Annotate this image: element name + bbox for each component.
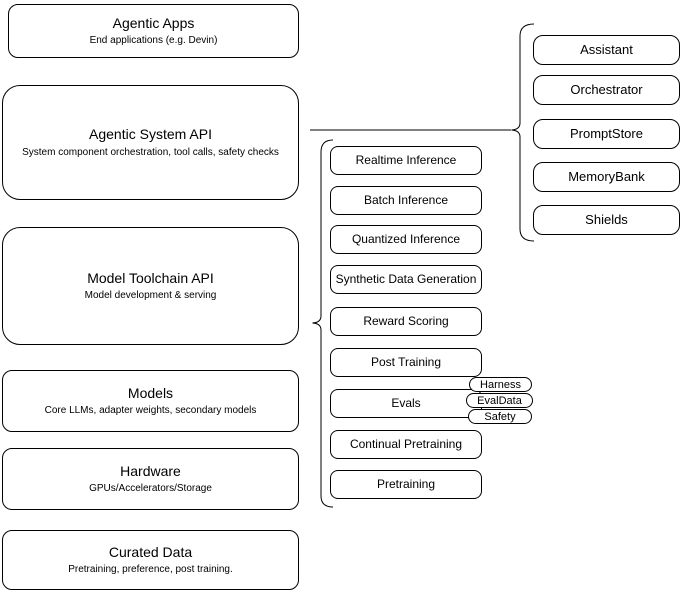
node-realtime-inference: Realtime Inference — [330, 146, 482, 175]
node-model-toolchain-api: Model Toolchain API Model development & … — [2, 227, 299, 345]
node-pretraining: Pretraining — [330, 470, 482, 499]
node-title: Agentic System API — [89, 126, 212, 142]
node-title: Models — [127, 384, 174, 401]
node-orchestrator: Orchestrator — [533, 75, 680, 105]
node-synthetic-data-generation: Synthetic Data Generation — [330, 265, 482, 294]
node-subtitle: End applications (e.g. Devin) — [89, 35, 218, 46]
node-assistant: Assistant — [533, 35, 680, 65]
node-subtitle: Core LLMs, adapter weights, secondary mo… — [44, 405, 257, 416]
node-subtitle: Model development & serving — [84, 290, 217, 301]
pill-evaldata: EvalData — [466, 393, 533, 408]
node-batch-inference: Batch Inference — [330, 186, 482, 215]
node-title: Curated Data — [108, 543, 193, 560]
node-subtitle: Pretraining, preference, post training. — [68, 564, 233, 575]
node-title: Model Toolchain API — [87, 269, 214, 286]
node-agentic-system-api: Agentic System API System component orch… — [2, 85, 299, 200]
node-curated-data: Curated Data Pretraining, preference, po… — [2, 530, 299, 590]
toolchain-brace — [312, 139, 334, 508]
node-models: Models Core LLMs, adapter weights, secon… — [2, 370, 299, 432]
node-subtitle: GPUs/Accelerators/Storage — [89, 483, 212, 494]
node-quantized-inference: Quantized Inference — [330, 225, 482, 254]
system-brace — [511, 23, 535, 242]
node-title: Hardware — [120, 462, 181, 479]
node-reward-scoring: Reward Scoring — [330, 307, 482, 336]
node-shields: Shields — [533, 205, 680, 235]
node-promptstore: PromptStore — [533, 119, 680, 149]
node-post-training: Post Training — [330, 348, 482, 377]
node-continual-pretraining: Continual Pretraining — [330, 430, 482, 459]
pill-safety: Safety — [468, 409, 532, 424]
pill-harness: Harness — [469, 377, 532, 392]
node-title: Agentic Apps — [112, 14, 195, 31]
node-hardware: Hardware GPUs/Accelerators/Storage — [2, 448, 299, 510]
node-memorybank: MemoryBank — [533, 162, 680, 192]
node-agentic-apps: Agentic Apps End applications (e.g. Devi… — [8, 4, 299, 58]
node-subtitle: System component orchestration, tool cal… — [22, 146, 279, 158]
node-evals: Evals — [330, 389, 482, 418]
